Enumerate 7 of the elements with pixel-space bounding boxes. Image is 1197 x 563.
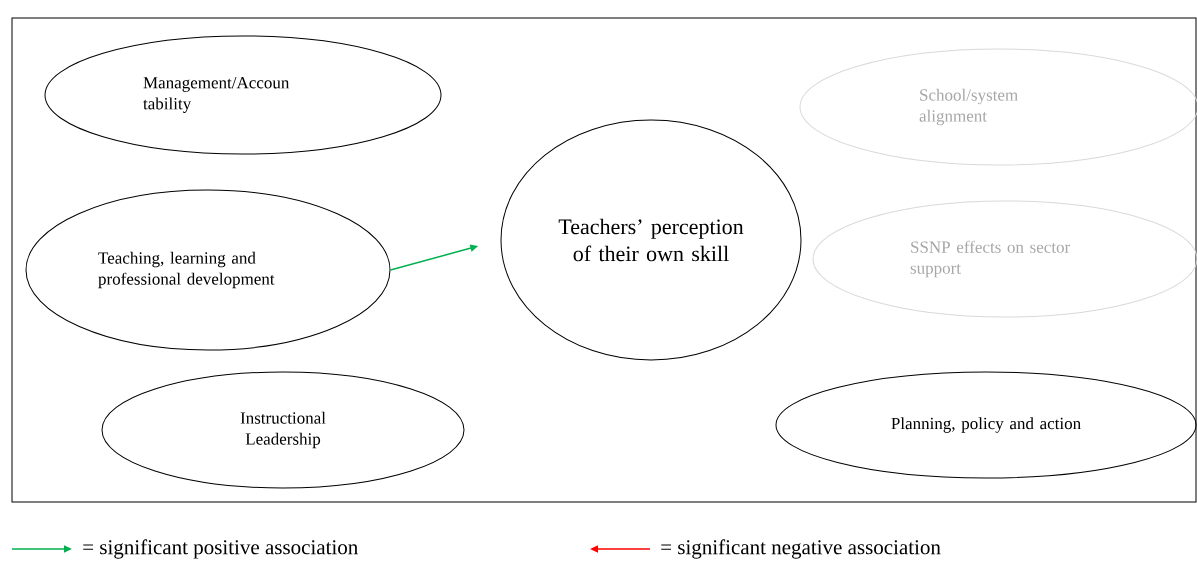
ellipse-node: Teachers’ perception of their own skill bbox=[500, 119, 802, 361]
ellipse-node: Teaching, learning and professional development bbox=[25, 189, 391, 351]
legend-text: = significant negative association bbox=[661, 539, 941, 559]
ellipse-node: Management/Accoun tability bbox=[44, 35, 442, 155]
legend-text: = significant positive association bbox=[83, 539, 358, 559]
ellipse-node: Planning, policy and action bbox=[775, 371, 1197, 479]
ellipse-node: Instructional Leadership bbox=[101, 371, 465, 489]
